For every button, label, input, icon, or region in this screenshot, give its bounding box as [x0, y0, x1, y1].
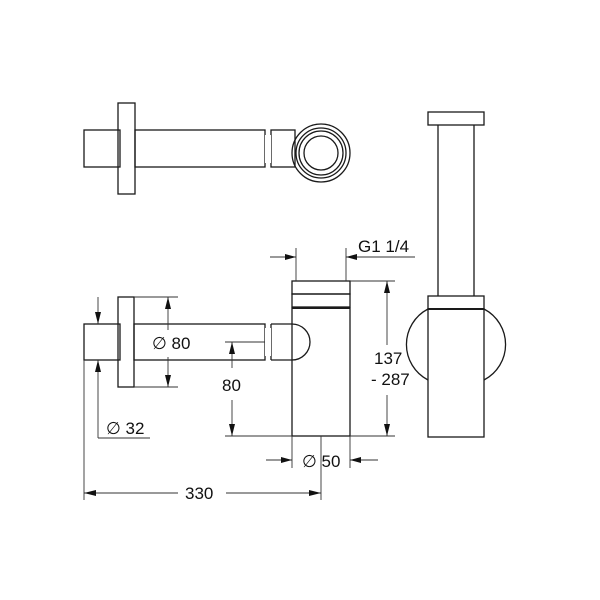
height-range-min-label: 137: [374, 349, 402, 368]
pipe-diameter-label: ∅ 32: [106, 419, 144, 438]
front-view: [83, 280, 351, 437]
total-length-label: 330: [185, 484, 213, 503]
height-range-max-label: - 287: [371, 370, 410, 389]
dimension-lines: [83, 248, 415, 500]
flange-diameter-label: ∅ 80: [152, 334, 190, 353]
thread-size-label: G1 1/4: [358, 237, 409, 256]
top-view: [83, 102, 351, 195]
side-view: [405, 111, 507, 438]
outlet-height-label: 80: [222, 376, 241, 395]
body-diameter-label: ∅ 50: [302, 452, 340, 471]
